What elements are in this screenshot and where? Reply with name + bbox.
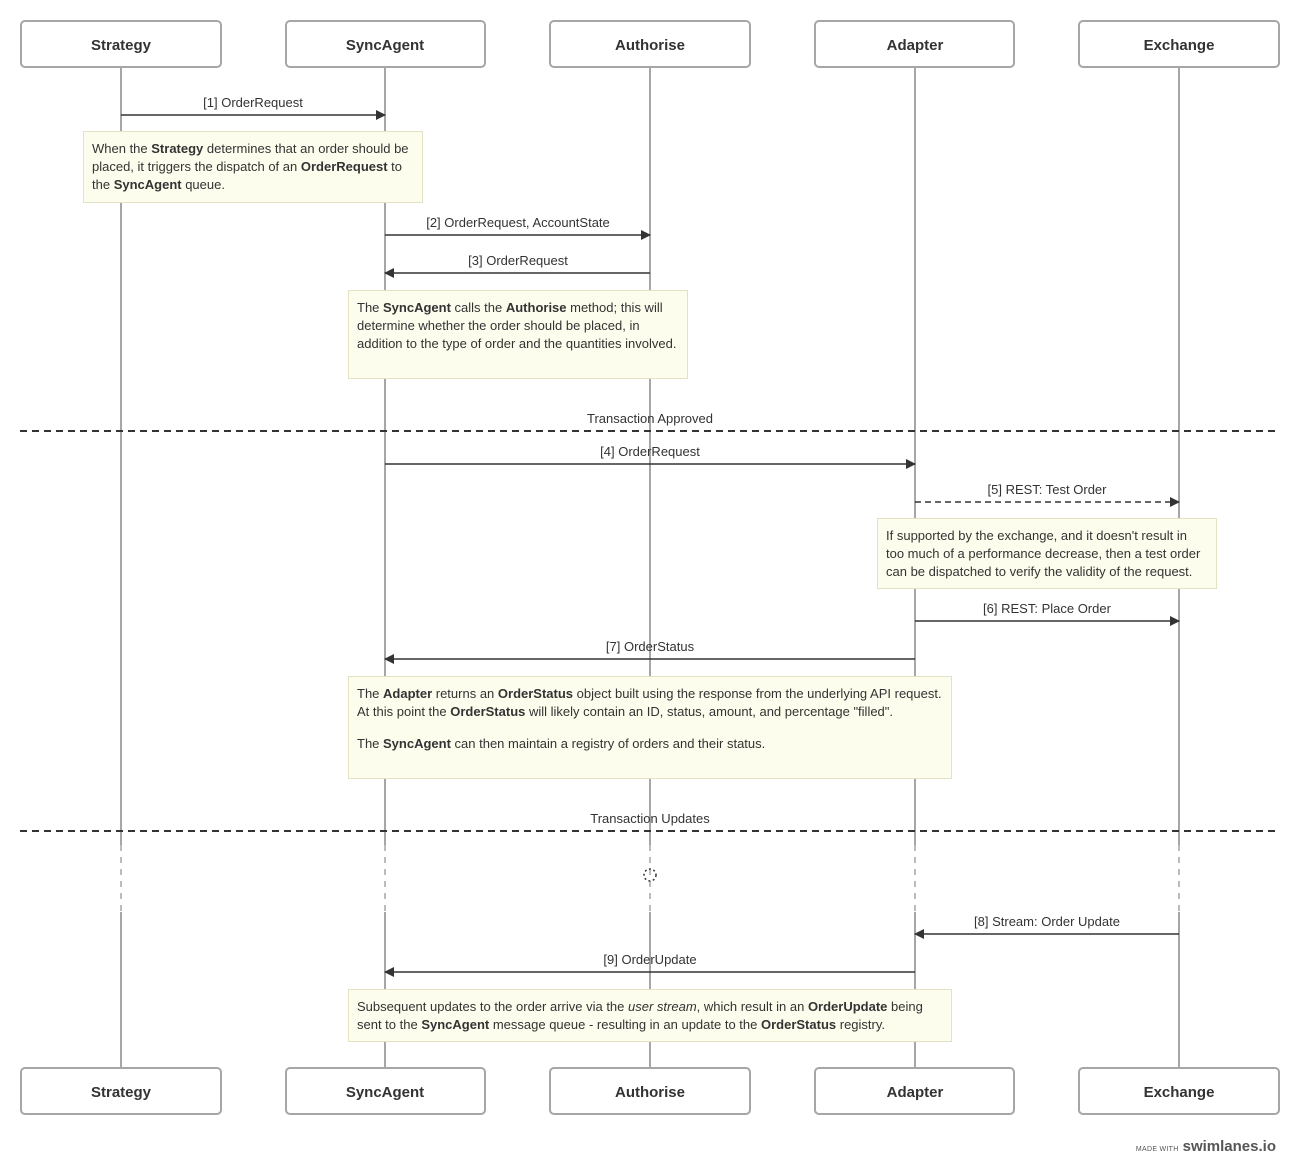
note-test-order-text: If supported by the exchange, and it doe…: [886, 528, 1201, 579]
participant-label-adapter-bottom: Adapter: [887, 1084, 944, 1101]
message-label-8: [8] Stream: Order Update: [974, 914, 1120, 929]
note-order-update-text: Subsequent updates to the order arrive v…: [357, 999, 923, 1032]
participant-box-strategy[interactable]: [20, 20, 222, 68]
message-label-9: [9] OrderUpdate: [603, 952, 696, 967]
participant-box-adapter[interactable]: [814, 20, 1015, 68]
message-label-5: [5] REST: Test Order: [988, 482, 1108, 497]
message-label-1: [1] OrderRequest: [203, 95, 303, 110]
participant-label-exchange: Exchange: [1144, 37, 1215, 54]
dividers: Transaction Approved Transaction Updates: [20, 411, 1280, 832]
participant-label-adapter: Adapter: [887, 37, 944, 54]
note-order-request: When the Strategy determines that an ord…: [83, 131, 423, 203]
participant-box-exchange-bottom[interactable]: [1078, 1067, 1280, 1115]
message-label-3: [3] OrderRequest: [468, 253, 568, 268]
message-label-7: [7] OrderStatus: [606, 639, 695, 654]
participants-bottom: Strategy SyncAgent Authorise Adapter Exc…: [20, 1067, 1280, 1115]
note-order-request-text: When the Strategy determines that an ord…: [92, 141, 409, 192]
divider-label-transaction-updates: Transaction Updates: [590, 811, 710, 826]
participant-box-syncagent-bottom[interactable]: [285, 1067, 486, 1115]
note-authorise-text: The SyncAgent calls the Authorise method…: [357, 300, 677, 351]
participant-box-authorise-bottom[interactable]: [549, 1067, 751, 1115]
note-test-order: If supported by the exchange, and it doe…: [877, 518, 1217, 589]
participant-box-adapter-bottom[interactable]: [814, 1067, 1015, 1115]
participant-box-authorise[interactable]: [549, 20, 751, 68]
participant-box-syncagent[interactable]: [285, 20, 486, 68]
note-authorise: The SyncAgent calls the Authorise method…: [348, 290, 688, 379]
participants-top: Strategy SyncAgent Authorise Adapter Exc…: [20, 20, 1280, 68]
participant-label-syncagent-bottom: SyncAgent: [346, 1084, 424, 1101]
participant-label-authorise: Authorise: [615, 37, 685, 54]
note-order-status: The Adapter returns an OrderStatus objec…: [348, 676, 952, 779]
participant-box-strategy-bottom[interactable]: [20, 1067, 222, 1115]
messages: [1] OrderRequest [2] OrderRequest, Accou…: [121, 95, 1180, 977]
participant-label-syncagent: SyncAgent: [346, 37, 424, 54]
message-label-4: [4] OrderRequest: [600, 444, 700, 459]
participant-label-exchange-bottom: Exchange: [1144, 1084, 1215, 1101]
participant-label-strategy-bottom: Strategy: [91, 1084, 152, 1101]
brand-name: swimlanes.io: [1182, 1138, 1276, 1155]
note-order-update: Subsequent updates to the order arrive v…: [348, 989, 952, 1042]
message-label-6: [6] REST: Place Order: [983, 601, 1112, 616]
participant-label-strategy: Strategy: [91, 37, 152, 54]
divider-label-transaction-approved: Transaction Approved: [587, 411, 713, 426]
brand-made-with: MADE WITH: [1135, 1146, 1179, 1153]
note-order-status-text-1: The Adapter returns an OrderStatus objec…: [357, 686, 942, 719]
note-order-status-text-2: The SyncAgent can then maintain a regist…: [357, 736, 766, 751]
participant-label-authorise-bottom: Authorise: [615, 1084, 685, 1101]
delay-icon: [643, 868, 657, 882]
participant-box-exchange[interactable]: [1078, 20, 1280, 68]
message-label-2: [2] OrderRequest, AccountState: [426, 215, 610, 230]
swimlanes-brand[interactable]: MADE WITH swimlanes.io: [1136, 1138, 1276, 1155]
